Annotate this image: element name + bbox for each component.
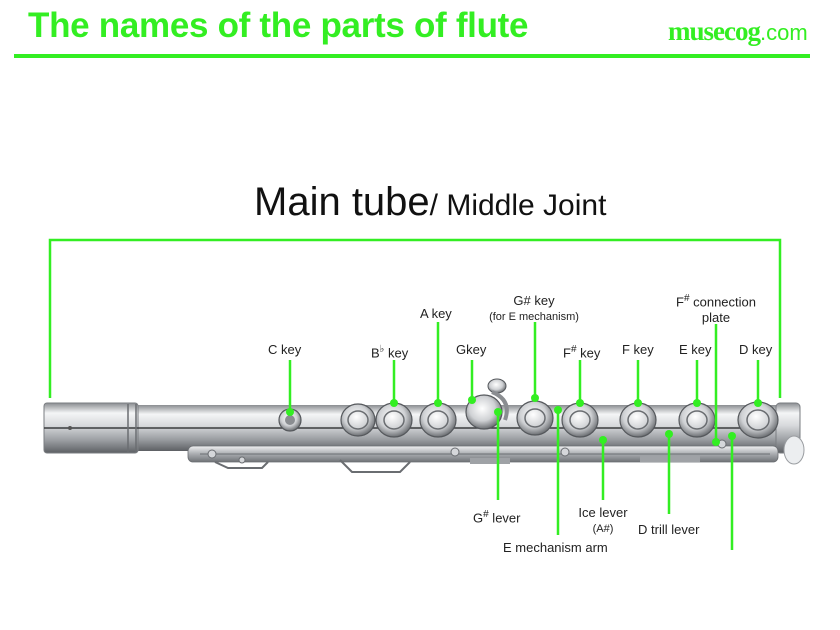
pointer-g-key xyxy=(468,360,476,404)
pointer-a-key xyxy=(434,322,442,407)
pointer-b-flat-key xyxy=(390,360,398,407)
label-a-key: A key xyxy=(420,306,452,321)
label-c-key: C key xyxy=(268,342,302,357)
a-key-cup xyxy=(419,402,457,438)
site-logo: musecog.com xyxy=(668,16,808,47)
page-title: The names of the parts of flute xyxy=(28,6,529,45)
section-title-main: Main tube xyxy=(254,180,430,224)
label-ice-lever: Ice lever (A#) xyxy=(578,505,628,535)
header-rule xyxy=(14,54,810,58)
pointer-g-sharp-key xyxy=(531,322,539,402)
label-d-key: D key xyxy=(739,342,773,357)
section-title-sub: / Middle Joint xyxy=(429,189,607,222)
label-g-sharp-key: G# key (for E mechanism) xyxy=(489,293,579,323)
pointer-e-mechanism-arm xyxy=(554,406,562,535)
label-b-flat-key: B♭ key xyxy=(371,344,409,361)
c-key-cup xyxy=(278,408,302,432)
b-flat-key-cup xyxy=(340,403,376,437)
label-f-sharp-key: F# key xyxy=(563,344,601,361)
logo-domain: .com xyxy=(759,20,808,45)
pointer-d-trill-lever xyxy=(665,430,673,514)
pointer-f-sharp-key xyxy=(576,360,584,407)
pointer-d-key xyxy=(754,360,762,407)
logo-text: musecog xyxy=(668,16,761,46)
pointer-g-sharp-lever xyxy=(494,408,502,500)
g-sharp-key-cup xyxy=(516,400,554,436)
label-f-sharp-connection-plate: F# connection plate xyxy=(675,293,756,326)
pointer-c-key xyxy=(286,360,294,416)
pointer-f-sharp-plate xyxy=(712,324,720,446)
g-key-cup xyxy=(465,378,509,430)
label-d-trill-lever: D trill lever xyxy=(638,522,700,537)
label-e-key: E key xyxy=(679,342,712,357)
f-key-cup xyxy=(619,402,657,438)
pointer-trill-key xyxy=(728,432,736,550)
label-e-mechanism-arm: E mechanism arm xyxy=(503,540,608,555)
f-sharp-key-cup xyxy=(561,402,599,438)
pointer-ice-lever xyxy=(599,436,607,500)
d-key-cup xyxy=(737,401,779,439)
pointer-f-key xyxy=(634,360,642,407)
pointer-e-key xyxy=(693,360,701,407)
b-key-cup xyxy=(375,402,413,438)
joint-bracket xyxy=(48,238,782,398)
e-key-cup xyxy=(678,402,716,438)
label-g-sharp-lever: G# lever xyxy=(473,509,521,526)
label-f-key: F key xyxy=(622,342,654,357)
section-title: Main tube/ Middle Joint xyxy=(254,180,606,225)
label-g-key: Gkey xyxy=(456,342,487,357)
